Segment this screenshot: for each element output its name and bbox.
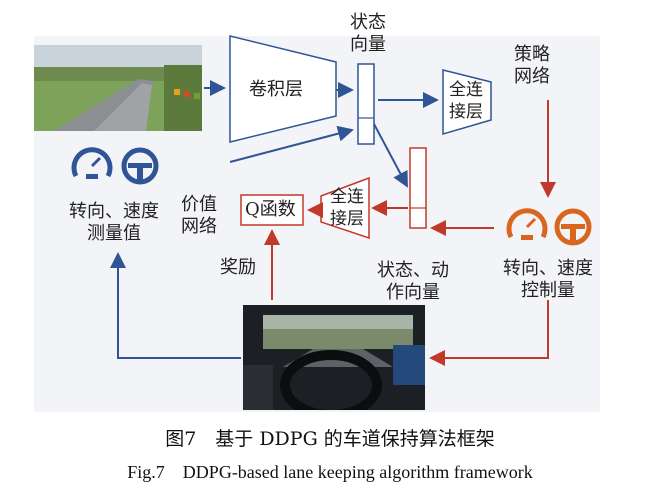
conv-layer-label: 卷积层 — [249, 79, 303, 100]
fc-critic-label: 全连 接层 — [322, 186, 372, 230]
measured-text: 转向、速度 测量值 — [69, 201, 159, 244]
caption-english: Fig.7 DDPG-based lane keeping algorithm … — [127, 462, 533, 482]
arrow-measured-to-state — [229, 125, 354, 163]
fc-actor-block — [442, 69, 492, 135]
q-function-box — [240, 194, 304, 226]
steering-wheel-icon — [121, 147, 159, 185]
control-label: 转向、速度 控制量 — [492, 258, 604, 302]
q-function-label: Q函数 — [245, 199, 296, 220]
policy-network-label: 策略 网络 — [505, 44, 559, 88]
conv-layer-block — [229, 35, 337, 143]
vehicle-cockpit-image — [243, 305, 425, 410]
policy-network-text: 策略 网络 — [514, 44, 550, 87]
arrow-cockpit-to-measured — [110, 252, 241, 359]
speedometer-icon — [71, 147, 113, 179]
fc-actor-label: 全连 接层 — [440, 79, 492, 123]
caption-chinese: 图7 基于 DDPG 的车道保持算法框架 — [165, 428, 495, 450]
reward-label: 奖励 — [220, 257, 256, 278]
value-network-label: 价值 网络 — [172, 194, 226, 238]
fc-critic-text: 全连 接层 — [330, 187, 364, 229]
control-text: 转向、速度 控制量 — [503, 258, 593, 301]
arrow-state-to-stateaction — [373, 123, 408, 188]
state-action-vector-bar — [409, 147, 427, 229]
state-vector-bar — [357, 63, 375, 145]
state-vector-text: 状态 向量 — [350, 12, 386, 55]
fc-actor-text: 全连 接层 — [449, 80, 483, 122]
state-vector-label: 状态 向量 — [341, 12, 395, 56]
measured-label: 转向、速度 测量值 — [58, 201, 170, 245]
arrow-control-to-cockpit — [429, 300, 549, 366]
state-action-text: 状态、动 作向量 — [377, 260, 449, 303]
steering-wheel-icon — [554, 208, 592, 246]
road-camera-image — [34, 45, 202, 131]
value-network-text: 价值 网络 — [181, 194, 217, 237]
speedometer-icon — [506, 208, 548, 240]
state-action-label: 状态、动 作向量 — [368, 260, 458, 304]
